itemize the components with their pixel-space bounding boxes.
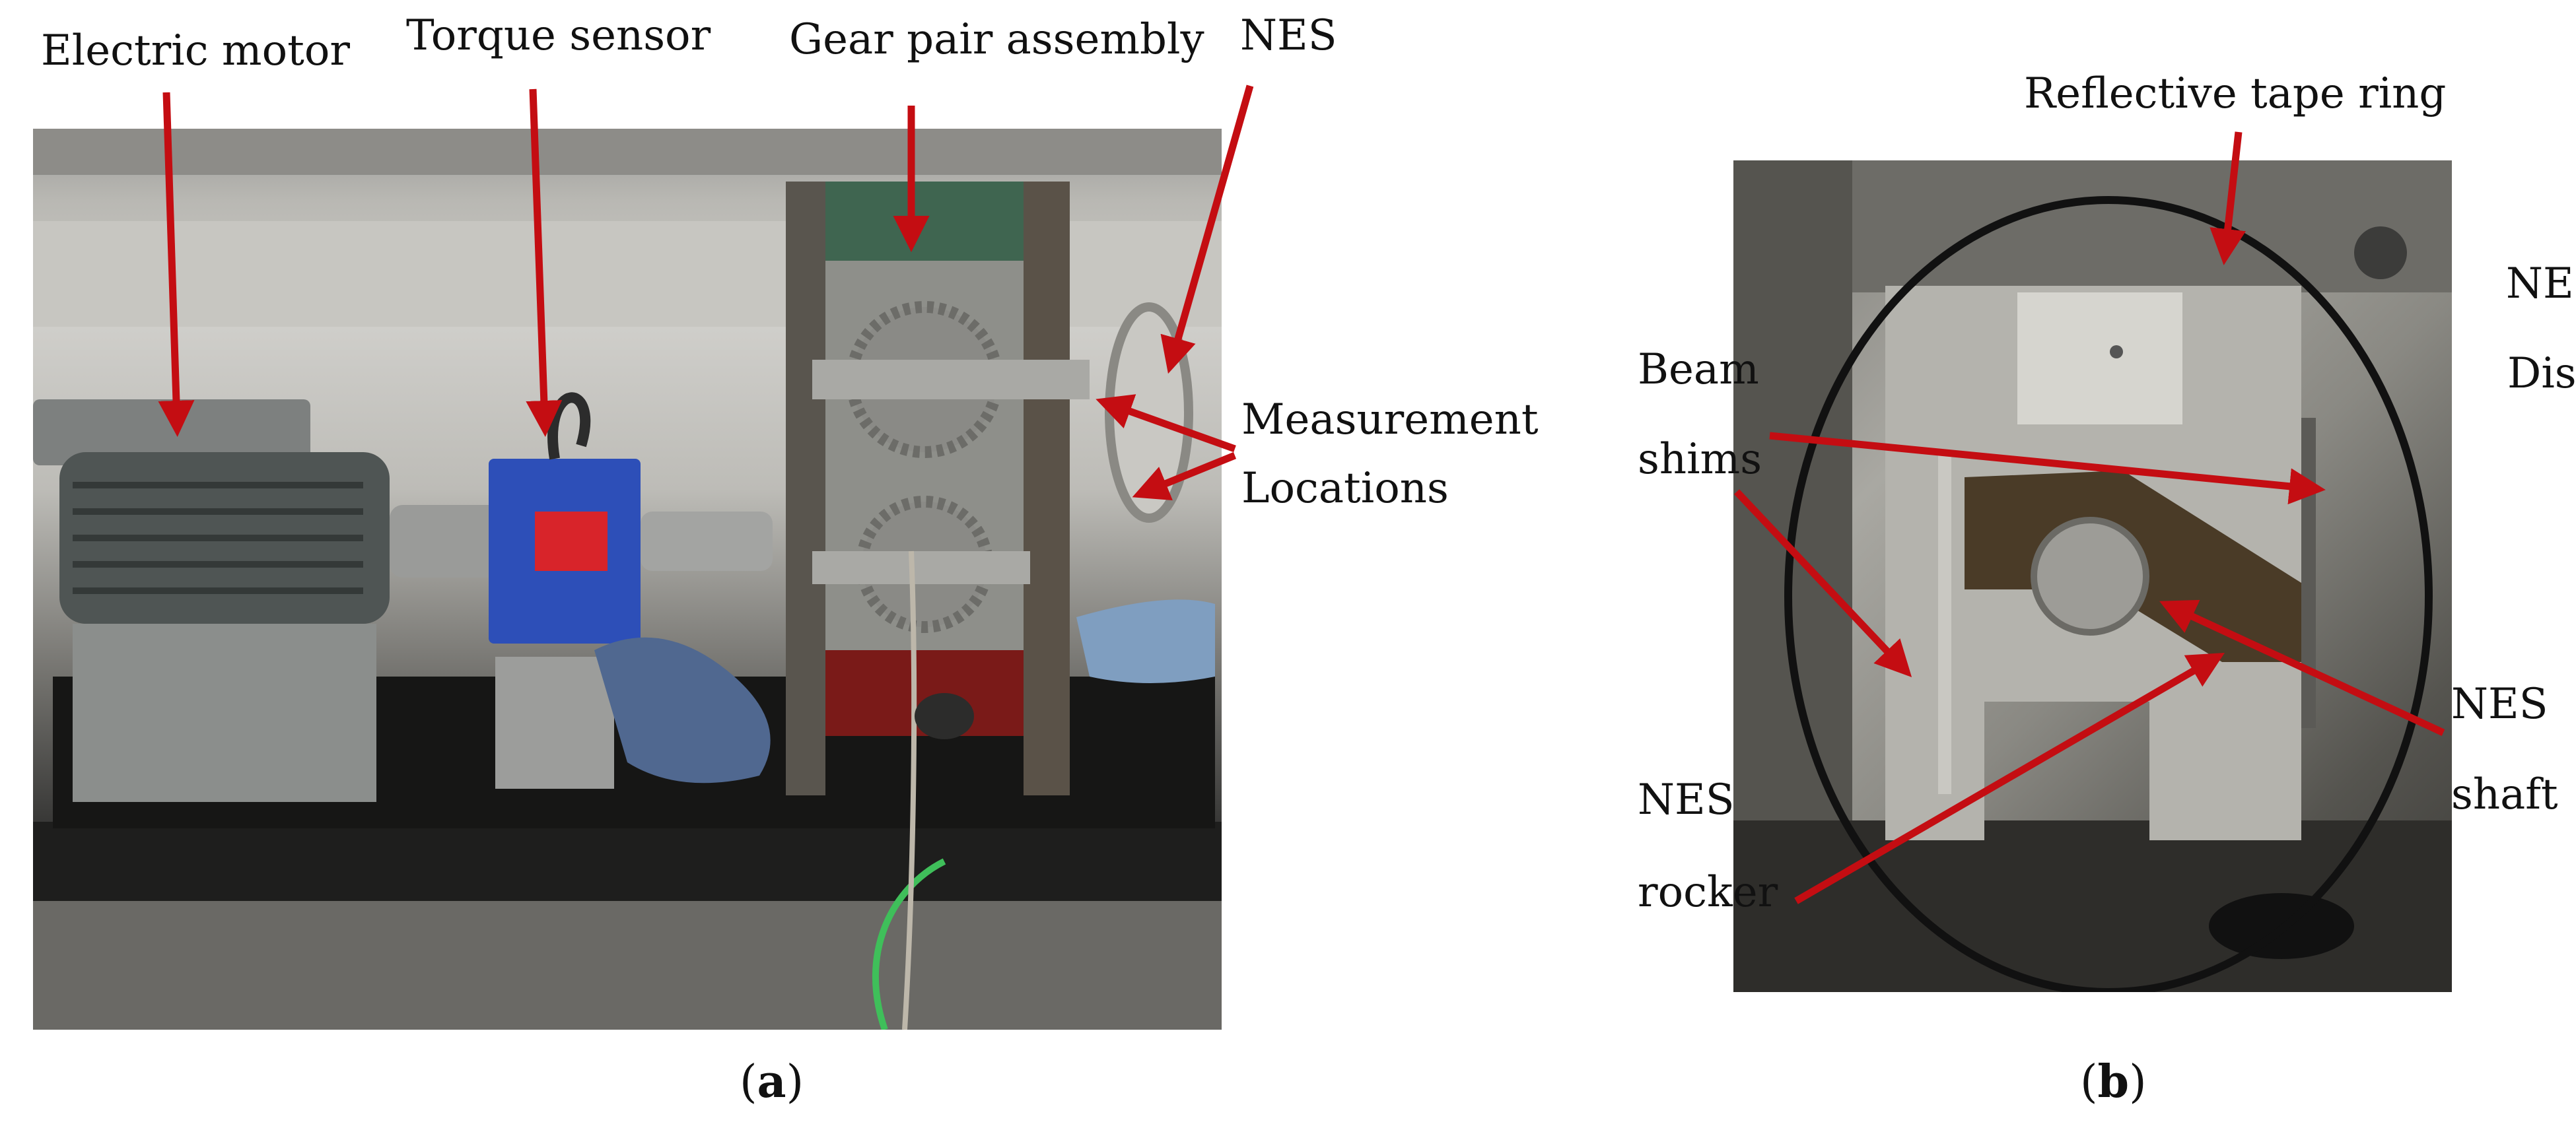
label-measurement: Measurement <box>1241 395 1539 444</box>
label-nes: NES <box>1240 11 1337 60</box>
arrow-nes-rocker <box>1794 652 2225 904</box>
label-nes-rocker-line1: NES <box>1638 776 1735 824</box>
arrow-nes <box>1160 84 1254 374</box>
nes-shaft-part <box>2031 517 2149 636</box>
test-rig-photo <box>33 129 1222 1030</box>
photo-panel-a <box>33 129 1222 1030</box>
nes-photo <box>1733 160 2452 992</box>
label-beam-line1: Beam <box>1638 345 1759 394</box>
arrow-nes-shaft <box>2159 599 2445 736</box>
arrow-torque-sensor <box>526 88 563 437</box>
label-torque-sensor: Torque sensor <box>406 11 711 60</box>
arrow-beam-shims-right <box>1769 432 2326 505</box>
caption-b-letter: b <box>2097 1055 2130 1108</box>
caption-b: (b) <box>2080 1055 2147 1108</box>
arrow-electric-motor <box>158 92 195 437</box>
arrow-measurement-2 <box>1132 451 1237 501</box>
caption-a: (a) <box>740 1055 804 1108</box>
label-nes-shaft-line2: shaft <box>2451 770 2558 819</box>
label-nes-disk-line2: Disk <box>2507 349 2576 398</box>
arrow-reflective-tape <box>2210 131 2246 265</box>
label-reflective-tape-ring: Reflective tape ring <box>2024 69 2447 118</box>
label-nes-disk-line1: NES <box>2506 259 2576 308</box>
label-nes-rocker-line2: rocker <box>1638 868 1778 917</box>
arrow-measurement-1 <box>1096 394 1236 453</box>
reflective-tape-ring-photo <box>1784 196 2433 992</box>
label-gear-pair-assembly: Gear pair assembly <box>789 15 1204 64</box>
label-nes-shaft-line1: NES <box>2451 680 2548 729</box>
arrow-beam-shims-left <box>1733 489 1912 678</box>
label-locations: Locations <box>1241 464 1449 513</box>
photo-panel-b <box>1733 160 2452 992</box>
label-electric-motor: Electric motor <box>41 26 350 75</box>
label-beam-line2: shims <box>1638 435 1762 484</box>
caption-a-letter: a <box>757 1055 786 1108</box>
